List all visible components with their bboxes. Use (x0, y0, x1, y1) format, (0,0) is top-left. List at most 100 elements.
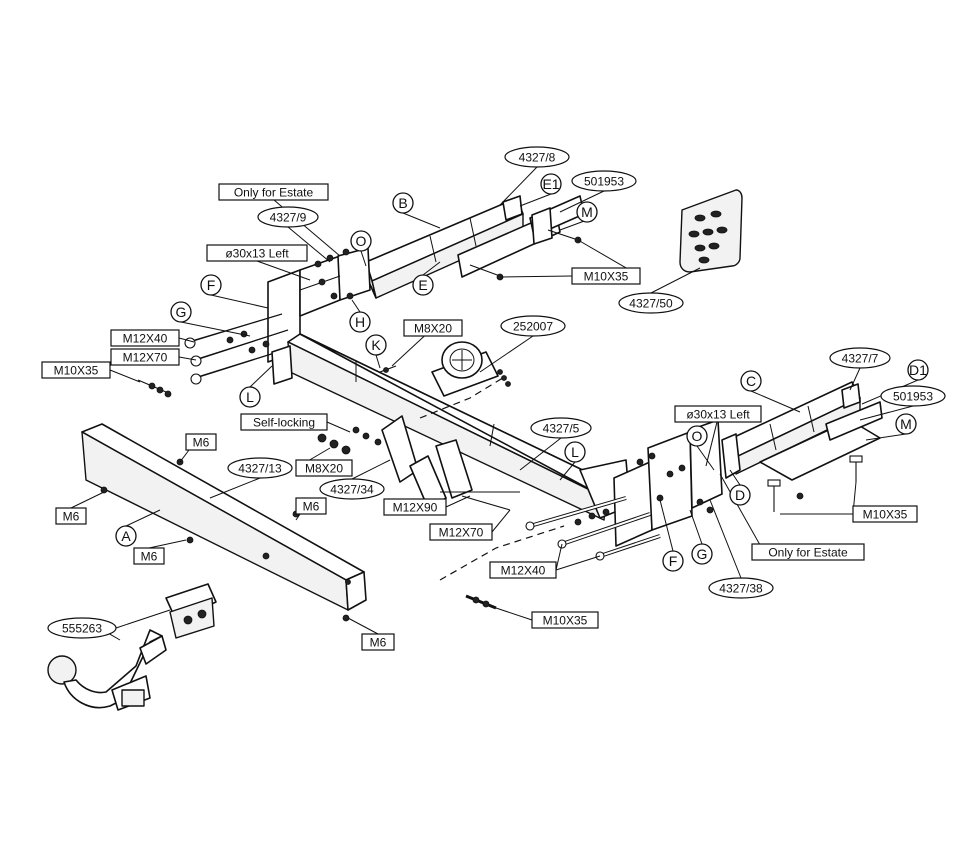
letter-callout: D (729, 484, 751, 506)
letter-callout: E (412, 274, 434, 296)
svg-text:F: F (669, 553, 678, 569)
leader-line (180, 321, 251, 337)
svg-text:L: L (246, 389, 254, 405)
boxed-label: M12X70 (429, 523, 493, 541)
leader-line (719, 473, 765, 553)
part-number-label: 501953 (571, 170, 637, 192)
part-number-label: 555263 (47, 617, 117, 639)
part-number-label: 4327/5 (530, 417, 592, 439)
leader-line (519, 437, 562, 471)
svg-text:A: A (121, 528, 131, 544)
svg-text:M10X35: M10X35 (54, 364, 99, 378)
svg-text:M8X20: M8X20 (305, 462, 343, 476)
svg-text:Self-locking: Self-locking (253, 416, 315, 430)
boxed-label: M8X20 (295, 459, 353, 477)
svg-text:M8X20: M8X20 (414, 322, 452, 336)
leader-line (347, 617, 379, 635)
leader-line (287, 226, 331, 263)
boxed-label: M6 (133, 547, 165, 565)
boxed-label: M10X35 (852, 505, 918, 523)
boxed-label: M6 (295, 497, 327, 515)
letter-callout: K (365, 334, 387, 356)
leader-line (555, 555, 601, 571)
leader-line (689, 509, 703, 545)
boxed-label: ø30x13 Left (206, 244, 308, 262)
boxed-label: M6 (185, 433, 217, 451)
svg-text:Only for Estate: Only for Estate (768, 546, 848, 560)
letter-callout: L (564, 441, 586, 463)
svg-text:H: H (355, 314, 365, 330)
assembly-lines (419, 375, 565, 581)
boxed-label: Only for Estate (751, 543, 865, 561)
svg-text:B: B (398, 195, 407, 211)
parts-drawing (47, 189, 883, 711)
leader-line (729, 469, 741, 486)
bracket-b-end (457, 195, 585, 281)
svg-text:M10X35: M10X35 (584, 270, 629, 284)
leader-line (479, 335, 534, 373)
svg-text:M10X35: M10X35 (863, 508, 908, 522)
letter-callout: E1 (540, 173, 562, 195)
leader-line (519, 193, 552, 207)
svg-text:M12X40: M12X40 (123, 332, 168, 346)
part-number-label: 4327/8 (504, 146, 570, 168)
svg-text:M12X40: M12X40 (501, 564, 546, 578)
svg-text:501953: 501953 (584, 175, 624, 189)
svg-text:252007: 252007 (513, 320, 553, 334)
svg-text:E: E (418, 277, 427, 293)
leader-line (249, 365, 273, 388)
svg-text:O: O (356, 233, 367, 249)
leader-line (210, 294, 269, 309)
part-number-label: 501953 (880, 385, 946, 407)
boxed-label: Only for Estate (218, 183, 329, 201)
self-locking-nuts (317, 365, 397, 455)
hanging-plates (381, 415, 520, 511)
letter-callout: O (686, 425, 708, 447)
letter-callout: C (740, 370, 762, 392)
svg-text:E1: E1 (542, 176, 559, 192)
boxed-label: M12X90 (383, 498, 447, 516)
leader-line (859, 405, 914, 421)
leader-line (360, 250, 367, 267)
leader-line (209, 477, 261, 499)
leader-line (491, 509, 511, 533)
svg-text:Only for Estate: Only for Estate (234, 186, 314, 200)
svg-text:M: M (581, 204, 593, 220)
boxed-label: Self-locking (240, 413, 328, 431)
part-number-label: 4327/50 (618, 292, 684, 314)
bolts-right (465, 496, 661, 610)
letter-callout: F (662, 550, 684, 572)
boxed-label: M8X20 (403, 319, 463, 337)
leader-line (650, 267, 701, 294)
svg-text:501953: 501953 (893, 390, 933, 404)
svg-text:G: G (697, 546, 708, 562)
leader-line (422, 261, 441, 276)
svg-text:4327/9: 4327/9 (270, 211, 307, 225)
svg-text:L: L (571, 444, 579, 460)
leader-line (559, 190, 605, 213)
boxed-label: M10X35 (41, 361, 111, 379)
leader-line (256, 260, 311, 281)
part-number-label: 4327/34 (319, 478, 385, 500)
letter-callout: B (392, 192, 414, 214)
leader-line (125, 509, 161, 527)
svg-text:555263: 555263 (62, 622, 102, 636)
svg-text:4327/38: 4327/38 (719, 582, 763, 596)
leader-line (849, 367, 861, 391)
socket-mount-bracket (431, 341, 511, 397)
tow-ball-assembly (47, 583, 217, 711)
part-number-label: 4327/9 (257, 206, 319, 228)
boxed-label: M6 (361, 633, 395, 651)
labels: Only for Estate ø30x13 Left M12X40 M12X7… (41, 146, 946, 651)
boxed-label: M10X35 (531, 611, 599, 629)
svg-text:K: K (371, 337, 381, 353)
part-number-label: 4327/7 (829, 347, 891, 369)
beam-c (721, 381, 861, 479)
leader-line (109, 369, 141, 383)
svg-text:D1: D1 (909, 362, 927, 378)
letter-callout: O (350, 230, 372, 252)
part-number-label: 4327/13 (227, 457, 293, 479)
socket-plate (679, 189, 743, 273)
